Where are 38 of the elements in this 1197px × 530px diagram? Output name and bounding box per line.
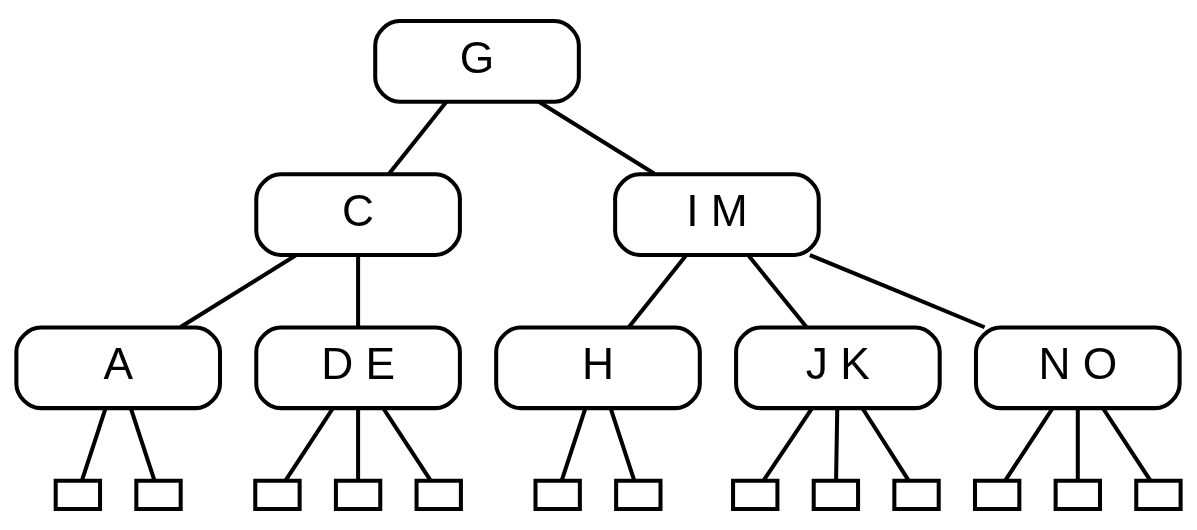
- connector: [834, 408, 840, 481]
- connector: [387, 100, 448, 176]
- connector: [79, 408, 108, 482]
- node-box: [533, 478, 582, 511]
- connector: [608, 408, 637, 482]
- connector: [356, 408, 361, 481]
- node-box: A: [14, 325, 222, 411]
- node-box: G: [373, 19, 581, 104]
- connector: [283, 407, 335, 482]
- connector: [381, 407, 433, 482]
- connector: [559, 408, 588, 482]
- node-box: [811, 478, 861, 511]
- connector: [1075, 408, 1080, 481]
- node-box: [1134, 478, 1183, 511]
- node-box: [333, 478, 383, 511]
- node-box: N O: [974, 325, 1182, 411]
- node-box: D E: [254, 325, 462, 411]
- node-box: [414, 478, 463, 511]
- connector: [129, 408, 157, 482]
- connector: [861, 407, 911, 482]
- node-box: [731, 478, 780, 511]
- node-box: [53, 478, 103, 511]
- node-box: J K: [734, 325, 942, 411]
- connector: [537, 100, 656, 176]
- node-box: [614, 478, 663, 511]
- node-box: [1053, 478, 1102, 511]
- connector: [809, 253, 986, 330]
- node-box: I M: [613, 172, 821, 257]
- node-box: H: [494, 325, 702, 411]
- connector: [1003, 407, 1054, 482]
- connector: [356, 255, 361, 327]
- node-box: [134, 478, 183, 511]
- node-box: [972, 478, 1022, 511]
- node-box: [253, 478, 302, 511]
- node-box: [892, 478, 941, 511]
- connector: [1101, 407, 1153, 482]
- connector: [761, 407, 814, 482]
- node-box: C: [254, 172, 462, 257]
